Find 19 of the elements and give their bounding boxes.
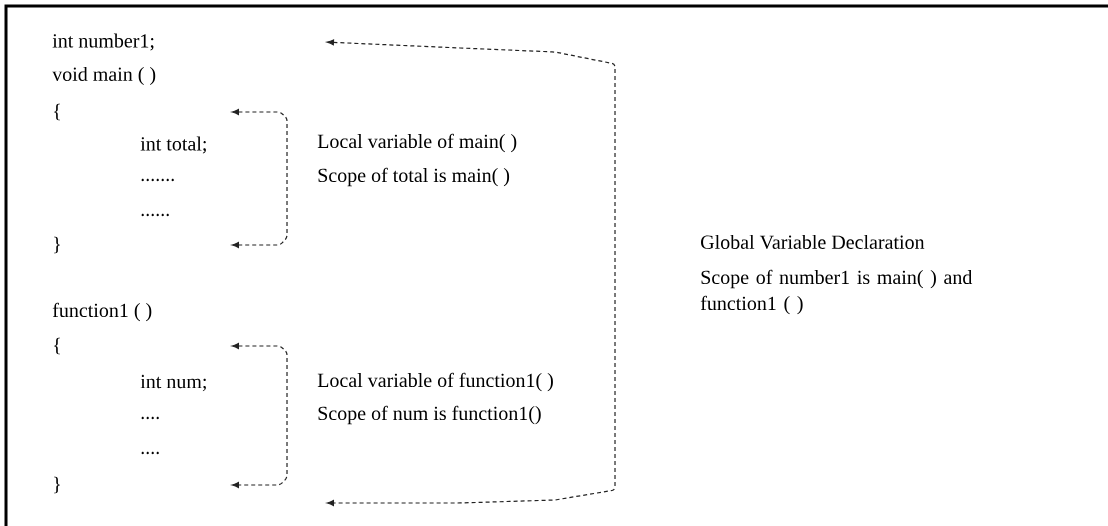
code-line: { [54,337,60,355]
code-line: ...... [141,213,169,217]
code-line: function1 ( ) [52,302,152,322]
annotation-text: Local variable of main( ) [317,133,517,153]
code-line: } [54,476,60,494]
code-line: .... [141,416,159,420]
code-line: void main ( ) [52,66,156,86]
code-line: .... [141,451,159,455]
code-line: } [54,236,60,254]
code-line: int num; [140,374,206,392]
annotation-text: Local variable of function1( ) [317,372,553,392]
annotation-text: Global Variable Declaration [701,234,925,250]
annotation-text: Scope of total is main( ) [318,167,510,187]
code-line: int number1; [52,33,154,51]
code-line: { [54,103,60,121]
code-line: ....... [141,178,174,182]
code-line: int total; [140,136,206,154]
annotation-text: Scope of number1 is main( ) and function1 ( ) [700,269,973,315]
annotation-text: Scope of num is function1() [318,405,541,425]
